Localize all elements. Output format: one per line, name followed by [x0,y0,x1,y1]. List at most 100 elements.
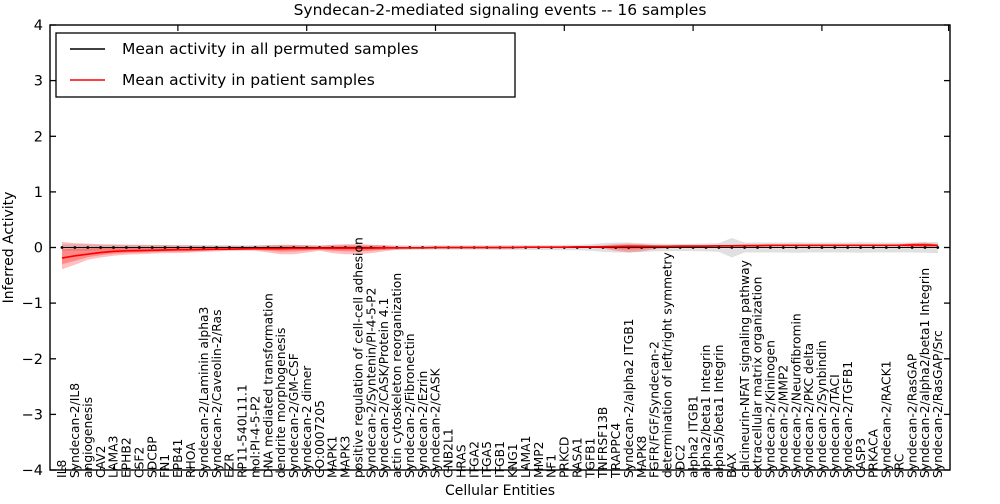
permuted-mean-marker [769,246,772,249]
x-tick-label: RHOA [184,442,198,478]
x-tick-label: Syndecan-2/RasGAP [905,354,919,478]
permuted-mean-marker [202,246,206,249]
x-tick-label: Syndecan-2/alpha2 ITGB1 [622,319,636,479]
permuted-mean-marker [794,246,798,249]
x-tick-label: alpha5/beta1 Integrin [712,345,726,478]
x-tick-label: actin cytoskeleton reorganization [390,273,404,478]
permuted-mean-marker [897,246,901,249]
x-tick-label: MAPK3 [339,436,353,478]
x-tick-label: Syndecan-2/Kininogen [764,340,778,478]
x-tick-label: alpha2 ITGB1 [686,395,700,478]
permuted-mean-marker [743,246,746,249]
permuted-mean-marker [215,246,219,249]
tick-labels: 4 3 2 1 0 −1 −2 −3 −4 IL8Syndecan-2/IL8angiogenes… [22,18,945,479]
permuted-mean-marker [820,246,824,249]
y-tick-label: 0 [34,241,43,257]
x-tick-label: Syndecan-2/Neurofibromin [789,313,803,478]
x-tick-label: extracellular matrix organization [751,277,765,478]
x-tick-label: LAMA1 [519,436,533,478]
x-tick-label: EZR [223,453,237,478]
x-tick-label: Syndecan-2/GM-CSF [287,353,301,478]
x-axis-title: Cellular Entities [445,483,555,499]
x-tick-label: SDCBP [145,436,159,478]
y-tick-label: −2 [22,352,43,368]
x-tick-label: alpha2/beta1 Integrin [699,345,713,478]
x-tick-label: ITGB1 [493,441,507,478]
legend-label-permuted: Mean activity in all permuted samples [122,40,419,58]
x-tick-label: NF1 [545,454,559,478]
y-tick-label: −1 [22,296,43,312]
permuted-mean-marker [73,246,77,249]
permuted-mean-marker [176,246,180,249]
x-tick-label: HRAS [455,444,469,478]
x-tick-label: Syndecan-2/Syntenin/PI-4-5-P2 [364,288,378,478]
y-tick-label: −4 [22,463,43,479]
x-tick-label: Syndecan-2/Fibronectin [403,333,417,478]
x-tick-label: Syndecan-2 dimer [300,365,314,478]
x-tick-label: positive regulation of cell-cell adhesio… [351,237,365,478]
confidence-bands [62,238,938,270]
permuted-mean-marker [859,246,862,249]
x-tick-label: KNG1 [506,443,520,478]
y-tick-label: 1 [34,185,43,201]
x-tick-label: DNA mediated transformation [261,293,275,478]
x-tick-label: Syndecan-2/Synbindin [815,340,829,478]
permuted-mean-marker [884,246,888,249]
x-tick-label: Syndecan-2/PKC delta [802,343,816,478]
permuted-mean-marker [163,246,167,249]
x-tick-label: SDC2 [673,444,687,478]
legend: Mean activity in all permuted samples Me… [55,32,516,98]
permuted-mean-marker [730,246,734,249]
x-tick-label: Syndecan-2/RACK1 [880,361,894,478]
x-tick-label: angiogenesis [81,397,95,478]
x-tick-label: FN1 [158,454,172,478]
permuted-mean-marker [86,246,90,249]
legend-label-patient: Mean activity in patient samples [122,71,375,89]
x-tick-label: mol:PI-4-5-P2 [248,396,262,478]
x-tick-label: CAV2 [94,446,108,478]
x-tick-label: PRKCD [558,437,572,478]
chart-title: Syndecan-2-mediated signaling events -- … [294,1,707,19]
permuted-mean-marker [872,246,875,249]
x-tick-label: Syndecan-2/Laminin alpha3 [197,307,211,478]
y-tick-label: −3 [22,407,43,423]
x-tick-label: ITGA5 [480,441,494,478]
x-tick-label: Syndecan-2/IL8 [68,383,82,478]
permuted-mean-marker [833,246,837,249]
permuted-mean-marker [189,246,193,249]
x-tick-label: Syndecan-2/CASK [429,367,443,478]
permuted-mean-marker [150,246,154,249]
legend-box [55,32,516,98]
y-tick-label: 4 [34,18,43,34]
x-tick-label: GNB2L1 [442,428,456,478]
y-tick-label: 2 [34,129,43,145]
x-tick-label: Syndecan-2/alpha2/beta1 Integrin [918,268,932,478]
permuted-mean-marker [781,246,785,249]
y-tick-label: 3 [34,74,43,90]
permuted-mean-marker [125,246,128,249]
x-tick-label: BAX [725,452,739,478]
x-tick-label: CASP3 [854,438,868,478]
permuted-mean-marker [923,246,927,249]
x-tick-label: IL8 [55,460,69,478]
x-tick-label: FGFR/FGF/Syndecan-2 [648,341,662,478]
x-tick-label: EPHB2 [120,437,134,478]
x-tick-label: Syndecan-2/TACI [828,374,842,478]
permuted-mean-marker [112,246,115,249]
y-axis-title: Inferred Activity [1,192,17,304]
permuted-mean-marker [228,246,231,249]
x-tick-label: SRC [892,454,906,478]
x-tick-label: calcineurin-NFAT signaling pathway [738,260,752,478]
permuted-mean-marker [936,246,940,249]
permuted-mean-marker [910,246,914,249]
x-tick-label: RP11-540L11.1 [236,384,250,478]
x-tick-label: Syndecan-2/Ezrin [416,371,430,478]
x-tick-label: ITGA2 [467,441,481,478]
x-tick-label: CSF2 [133,447,147,478]
x-tick-label: determination of left/right symmetry [661,252,675,478]
x-tick-label: TNFRSF13B [596,407,610,479]
permuted-mean-marker [756,246,759,249]
data-series [60,244,940,259]
